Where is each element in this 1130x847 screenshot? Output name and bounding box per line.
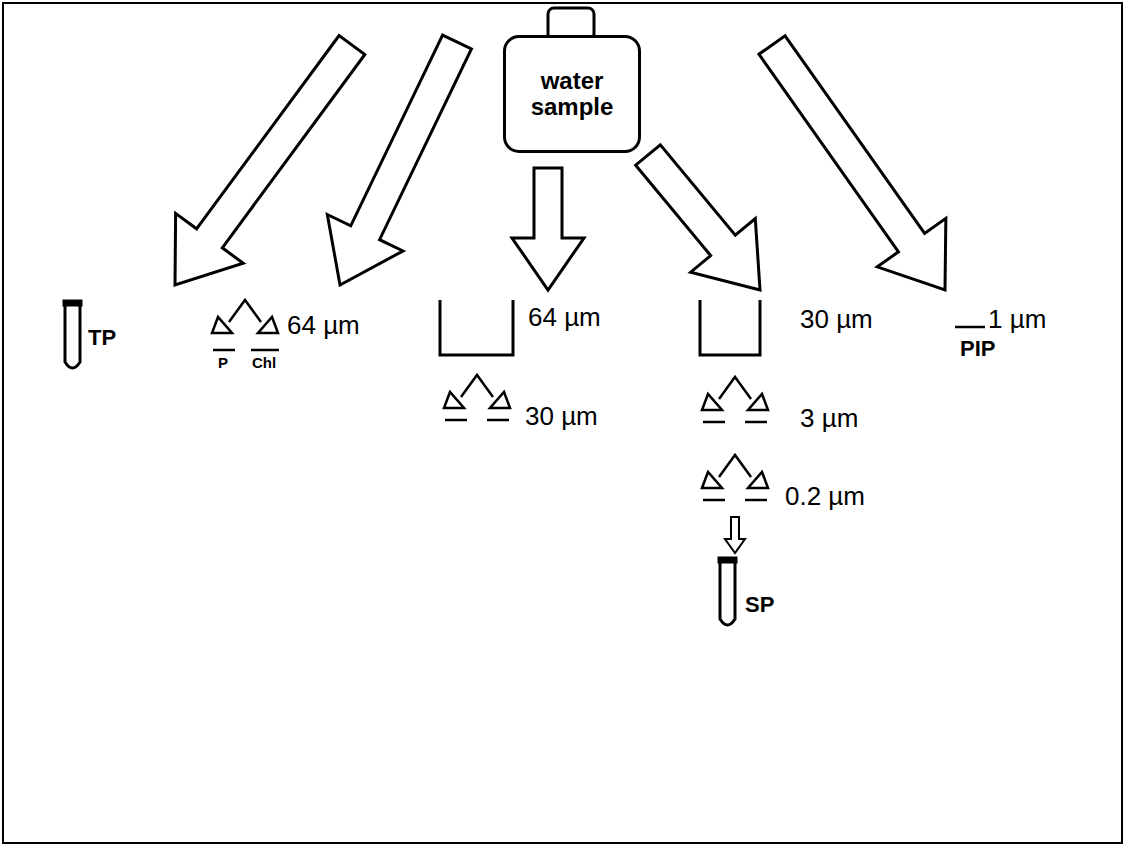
size-label: SP xyxy=(745,593,774,617)
flow-arrow xyxy=(759,36,946,290)
flow-arrow xyxy=(327,35,471,285)
filter-split: 3 µm xyxy=(700,372,870,437)
size-label: 64 µm xyxy=(528,303,601,332)
filter-split: 30 µm xyxy=(440,370,610,435)
size-label: 0.2 µm xyxy=(785,482,865,511)
fraction-label: Chl xyxy=(252,355,276,372)
filter-split: 64 µm P Chl xyxy=(205,295,375,376)
tube-symbol xyxy=(63,300,82,368)
flow-arrow xyxy=(512,168,584,290)
size-label: 30 µm xyxy=(800,305,873,334)
fraction-label: PIP xyxy=(960,337,995,361)
sieve-symbol xyxy=(700,300,760,355)
pip-symbol xyxy=(955,326,985,329)
size-label: 64 µm xyxy=(287,311,360,340)
split-symbol xyxy=(444,375,510,420)
splitPC-symbol xyxy=(212,300,279,350)
sample-bottle: water sample xyxy=(503,35,641,153)
sieve-box: 30 µm xyxy=(698,295,877,360)
filter-split: 0.2 µm xyxy=(700,450,870,515)
filter-line: 1 µm PIP xyxy=(950,303,1070,368)
frame-border xyxy=(3,3,1122,843)
flow-arrow xyxy=(725,517,745,553)
sample-tube: TP xyxy=(60,300,130,375)
tube-symbol xyxy=(718,557,737,625)
size-label: TP xyxy=(88,326,116,350)
size-label: 30 µm xyxy=(525,402,598,431)
size-label: 1 µm xyxy=(988,305,1046,334)
flow-arrow xyxy=(636,145,760,290)
split-symbol xyxy=(702,377,768,422)
sample-label: water sample xyxy=(506,68,638,121)
fraction-label: P xyxy=(218,355,228,372)
sieve-box: 64 µm xyxy=(438,295,608,360)
split-symbol xyxy=(702,455,768,500)
sample-tube: SP xyxy=(715,557,795,632)
sieve-symbol xyxy=(440,300,513,355)
size-label: 3 µm xyxy=(800,404,858,433)
